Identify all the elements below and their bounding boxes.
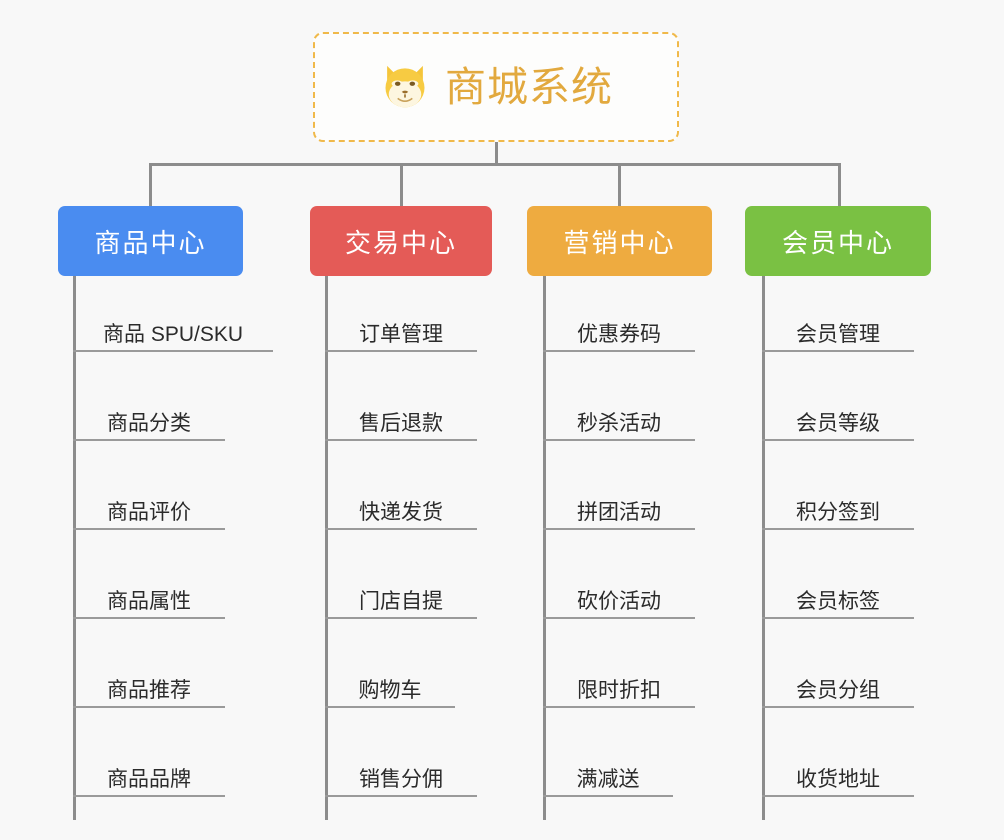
branch-header-1[interactable]: 商品中心 xyxy=(58,206,243,276)
leaf-label-2-6: 销售分佣 xyxy=(359,767,443,791)
leaf-label-2-3: 快递发货 xyxy=(359,500,443,524)
branch-header-3[interactable]: 营销中心 xyxy=(527,206,712,276)
branch-header-label-4: 会员中心 xyxy=(781,227,894,258)
leaf-label-3-1: 优惠券码 xyxy=(577,322,661,346)
leaf-item-3-4[interactable]: 砍价活动 xyxy=(543,579,695,619)
leaf-label-3-4: 砍价活动 xyxy=(577,589,661,613)
branch-header-4[interactable]: 会员中心 xyxy=(745,206,931,276)
branch-spine-1 xyxy=(73,276,76,820)
leaf-item-1-6[interactable]: 商品品牌 xyxy=(73,757,225,797)
leaf-item-2-3[interactable]: 快递发货 xyxy=(325,490,477,530)
branch-spine-2 xyxy=(325,276,328,820)
leaf-item-4-3[interactable]: 积分签到 xyxy=(762,490,914,530)
leaf-item-4-6[interactable]: 收货地址 xyxy=(762,757,914,797)
leaf-label-3-2: 秒杀活动 xyxy=(577,411,661,435)
leaf-item-2-6[interactable]: 销售分佣 xyxy=(325,757,477,797)
root-node[interactable]: 商城系统 xyxy=(313,32,679,142)
leaf-item-4-4[interactable]: 会员标签 xyxy=(762,579,914,619)
branch-spine-3 xyxy=(543,276,546,820)
branch-header-label-3: 营销中心 xyxy=(563,227,676,258)
leaf-item-2-2[interactable]: 售后退款 xyxy=(325,401,477,441)
leaf-label-3-3: 拼团活动 xyxy=(577,500,661,524)
leaf-item-3-5[interactable]: 限时折扣 xyxy=(543,668,695,708)
root-title: 商城系统 xyxy=(445,63,613,110)
leaf-label-1-6: 商品品牌 xyxy=(107,767,191,791)
leaf-item-1-1[interactable]: 商品 SPU/SKU xyxy=(73,312,273,352)
leaf-item-1-4[interactable]: 商品属性 xyxy=(73,579,225,619)
leaf-label-4-6: 收货地址 xyxy=(796,767,880,791)
dog-face-icon xyxy=(379,61,431,113)
leaf-label-1-5: 商品推荐 xyxy=(107,678,191,702)
leaf-item-4-1[interactable]: 会员管理 xyxy=(762,312,914,352)
leaf-label-4-5: 会员分组 xyxy=(796,678,880,702)
leaf-label-2-2: 售后退款 xyxy=(359,411,443,435)
leaf-label-1-4: 商品属性 xyxy=(107,589,191,613)
leaf-item-1-3[interactable]: 商品评价 xyxy=(73,490,225,530)
branch-drop-line-1 xyxy=(149,163,152,206)
leaf-label-3-6: 满减送 xyxy=(576,767,640,791)
leaf-item-1-5[interactable]: 商品推荐 xyxy=(73,668,225,708)
branch-drop-line-3 xyxy=(618,163,621,206)
leaf-label-3-5: 限时折扣 xyxy=(577,678,661,702)
branch-spine-4 xyxy=(762,276,765,820)
leaf-item-3-1[interactable]: 优惠券码 xyxy=(543,312,695,352)
branch-drop-line-2 xyxy=(400,163,403,206)
leaf-label-1-1: 商品 SPU/SKU xyxy=(102,322,244,346)
branch-drop-line-4 xyxy=(838,163,841,206)
leaf-item-1-2[interactable]: 商品分类 xyxy=(73,401,225,441)
leaf-label-4-4: 会员标签 xyxy=(796,589,880,613)
branch-bus-line xyxy=(150,163,840,166)
leaf-label-1-3: 商品评价 xyxy=(107,500,191,524)
branch-header-label-1: 商品中心 xyxy=(94,227,207,258)
branch-header-2[interactable]: 交易中心 xyxy=(310,206,492,276)
leaf-label-2-5: 购物车 xyxy=(358,678,422,702)
leaf-item-2-5[interactable]: 购物车 xyxy=(325,668,455,708)
leaf-label-4-2: 会员等级 xyxy=(796,411,880,435)
leaf-label-2-4: 门店自提 xyxy=(359,589,443,613)
root-trunk-line xyxy=(495,142,498,166)
leaf-label-4-3: 积分签到 xyxy=(796,500,880,524)
leaf-item-3-6[interactable]: 满减送 xyxy=(543,757,673,797)
leaf-item-4-2[interactable]: 会员等级 xyxy=(762,401,914,441)
leaf-label-1-2: 商品分类 xyxy=(107,411,191,435)
leaf-item-2-4[interactable]: 门店自提 xyxy=(325,579,477,619)
leaf-label-4-1: 会员管理 xyxy=(796,322,880,346)
leaf-item-2-1[interactable]: 订单管理 xyxy=(325,312,477,352)
leaf-item-4-5[interactable]: 会员分组 xyxy=(762,668,914,708)
leaf-label-2-1: 订单管理 xyxy=(359,322,443,346)
branch-header-label-2: 交易中心 xyxy=(344,227,457,258)
leaf-item-3-2[interactable]: 秒杀活动 xyxy=(543,401,695,441)
leaf-item-3-3[interactable]: 拼团活动 xyxy=(543,490,695,530)
